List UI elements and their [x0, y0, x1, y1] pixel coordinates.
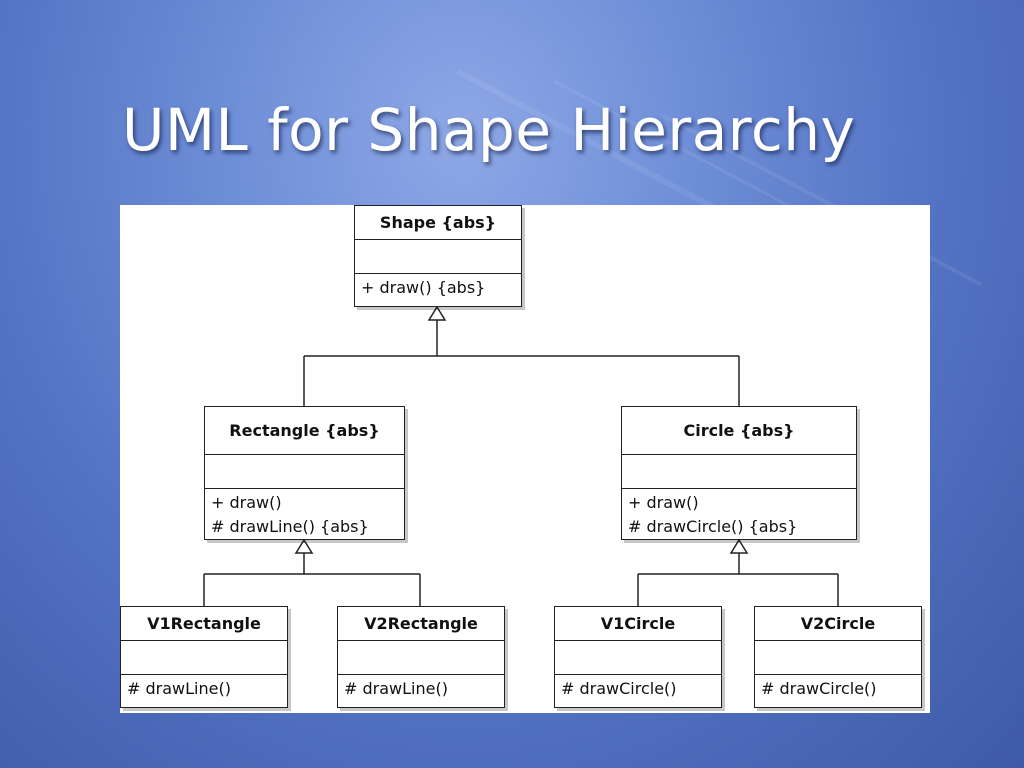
operation: # drawLine() {abs} [211, 517, 369, 536]
inheritance-arrowhead [427, 305, 447, 321]
class-operations: # drawCircle() [555, 675, 721, 703]
inheritance-arrowhead [729, 538, 749, 554]
operation: # drawCircle() [561, 679, 677, 698]
operation: # drawLine() [344, 679, 448, 698]
uml-diagram: Shape {abs} + draw() {abs} Rectangle {ab… [120, 205, 930, 713]
class-attributes [355, 240, 521, 274]
class-v1circle: V1Circle # drawCircle() [554, 606, 722, 708]
operation: + draw() [211, 493, 282, 512]
class-attributes [622, 455, 856, 489]
operation: # drawCircle() {abs} [628, 517, 798, 536]
class-attributes [755, 641, 921, 675]
class-name: V1Rectangle [121, 607, 287, 641]
class-v2circle: V2Circle # drawCircle() [754, 606, 922, 708]
class-name: Circle {abs} [622, 407, 856, 455]
class-shape: Shape {abs} + draw() {abs} [354, 205, 522, 307]
class-name: Rectangle {abs} [205, 407, 404, 455]
class-attributes [338, 641, 504, 675]
slide-title: UML for Shape Hierarchy [122, 96, 856, 164]
class-name: V2Circle [755, 607, 921, 641]
class-circle: Circle {abs} + draw() # drawCircle() {ab… [621, 406, 857, 540]
operation: # drawCircle() [761, 679, 877, 698]
class-name: V2Rectangle [338, 607, 504, 641]
class-attributes [555, 641, 721, 675]
operation: + draw() {abs} [361, 278, 486, 297]
class-operations: # drawCircle() [755, 675, 921, 703]
class-operations: + draw() # drawLine() {abs} [205, 489, 404, 541]
class-name: V1Circle [555, 607, 721, 641]
class-operations: + draw() {abs} [355, 274, 521, 302]
generalization-circle [637, 538, 839, 606]
class-operations: # drawLine() [338, 675, 504, 703]
class-operations: + draw() # drawCircle() {abs} [622, 489, 856, 541]
class-attributes [121, 641, 287, 675]
uml-connectors [203, 305, 839, 606]
inheritance-arrowhead [294, 538, 314, 554]
class-v2rectangle: V2Rectangle # drawLine() [337, 606, 505, 708]
operation: # drawLine() [127, 679, 231, 698]
class-v1rectangle: V1Rectangle # drawLine() [120, 606, 288, 708]
operation: + draw() [628, 493, 699, 512]
class-operations: # drawLine() [121, 675, 287, 703]
generalization-shape [303, 305, 740, 406]
class-name: Shape {abs} [355, 206, 521, 240]
class-attributes [205, 455, 404, 489]
class-rectangle: Rectangle {abs} + draw() # drawLine() {a… [204, 406, 405, 540]
generalization-rectangle [203, 538, 421, 606]
